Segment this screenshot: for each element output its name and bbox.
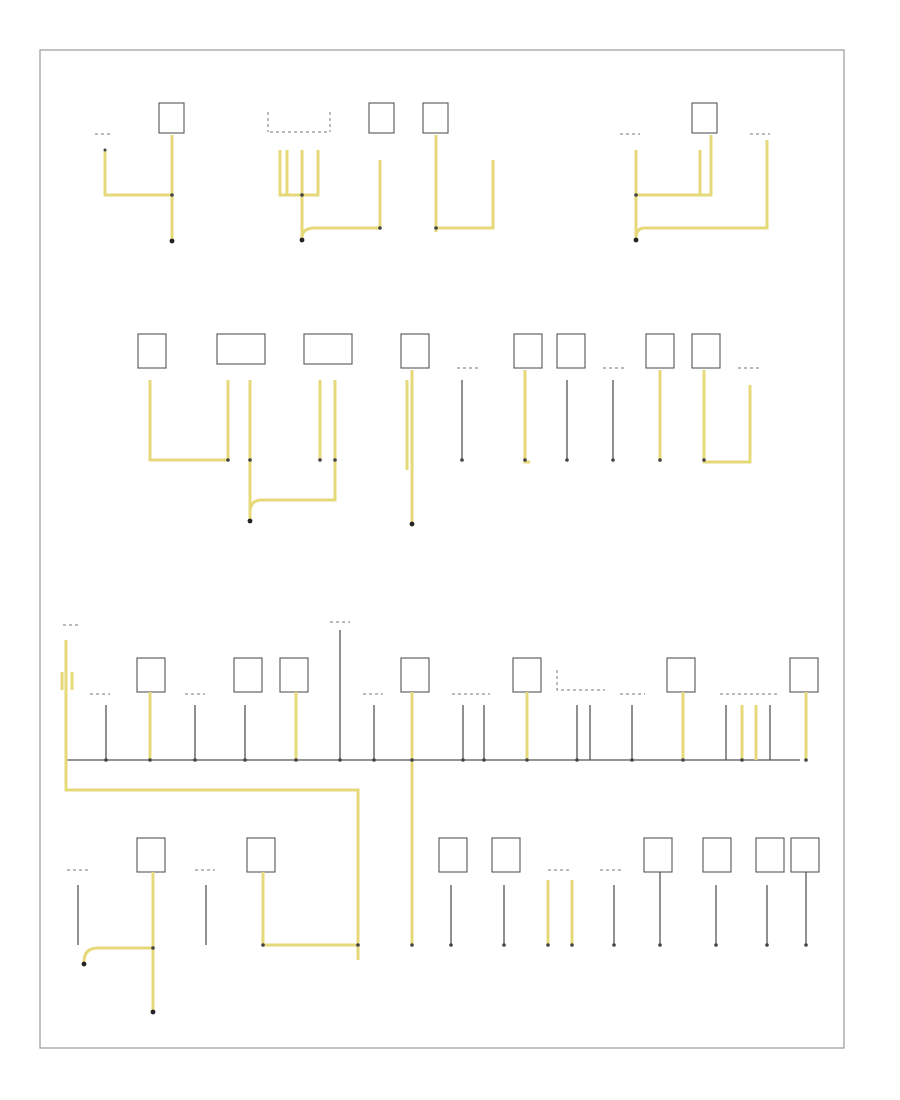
component-box — [137, 333, 167, 369]
component-box — [216, 333, 266, 365]
ground-symbol — [299, 237, 305, 243]
ground-symbol — [81, 961, 87, 967]
component-box — [279, 657, 309, 693]
ground-symbol — [247, 518, 253, 524]
ground-group-2 — [267, 102, 495, 243]
component-box — [400, 333, 430, 369]
component-box — [643, 837, 673, 873]
section-middle — [137, 333, 760, 527]
component-box — [136, 657, 166, 693]
component-box — [645, 333, 675, 369]
component-box — [512, 657, 542, 693]
component-box — [246, 837, 276, 873]
section-lower — [60, 621, 819, 960]
component-box — [422, 102, 449, 134]
ground-group-3 — [620, 102, 770, 243]
component-box — [755, 837, 785, 873]
component-box — [666, 657, 696, 693]
section-bottom — [67, 837, 820, 1015]
component-box — [702, 837, 732, 873]
ground-symbol — [169, 238, 175, 244]
component-box — [400, 657, 430, 693]
component-box — [491, 837, 521, 873]
component-box — [438, 837, 468, 873]
component-box — [303, 333, 353, 365]
ground-symbol — [150, 1009, 156, 1015]
component-box — [158, 102, 185, 134]
component-box — [691, 102, 718, 134]
component-box — [368, 102, 395, 134]
diagram-frame — [39, 49, 845, 1049]
ground-symbol — [409, 521, 415, 527]
component-box — [513, 333, 543, 369]
component-box — [789, 657, 819, 693]
component-box — [790, 837, 820, 873]
component-box — [136, 837, 166, 873]
component-box — [691, 333, 721, 369]
component-box — [233, 657, 263, 693]
component-box — [556, 333, 586, 369]
ground-group-1 — [95, 102, 185, 244]
section-top — [95, 102, 770, 244]
ground-symbol — [633, 237, 639, 243]
